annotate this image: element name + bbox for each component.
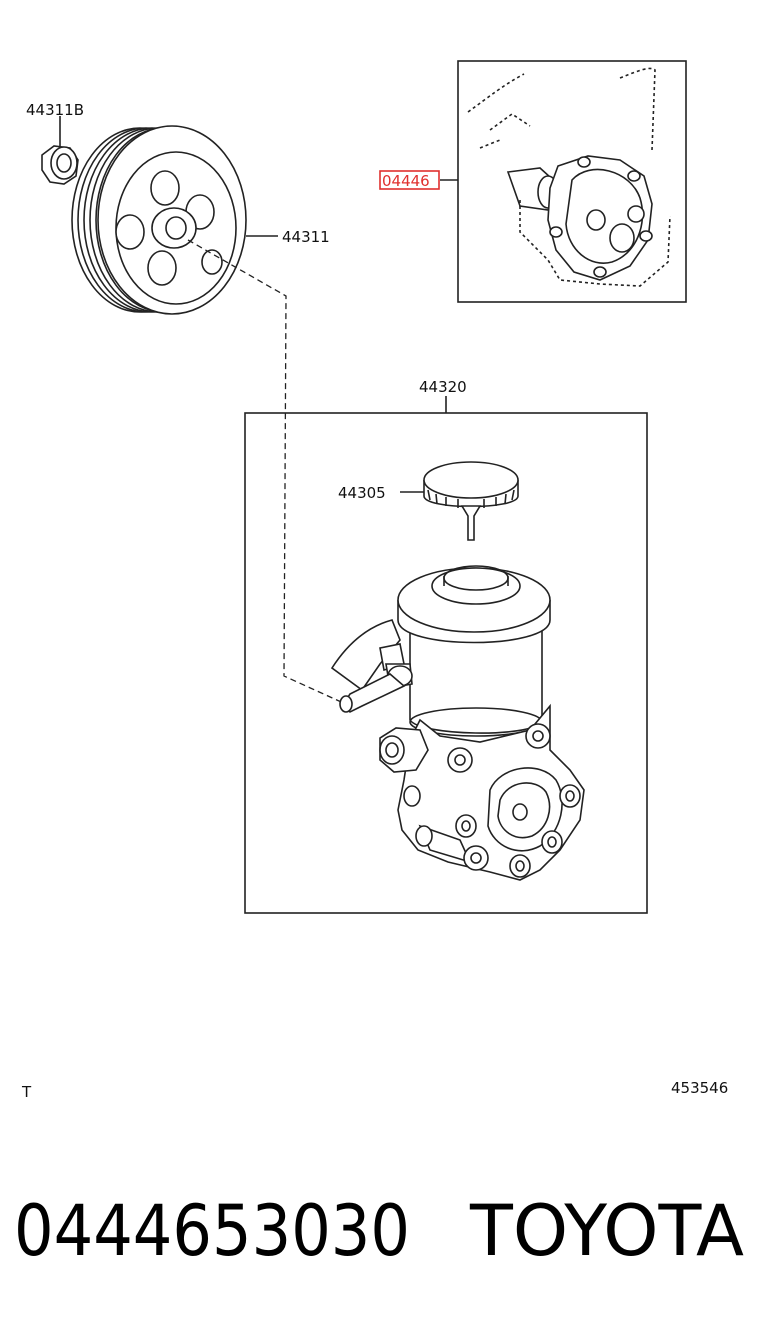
callout-44305[interactable]: 44305 xyxy=(338,484,386,502)
pulley-drawing[interactable] xyxy=(71,125,247,315)
pump-assembly-frame xyxy=(244,412,648,914)
callout-44311B[interactable]: 44311B xyxy=(26,101,84,119)
power-steering-pump-drawing[interactable] xyxy=(330,565,585,881)
alignment-line xyxy=(187,239,351,707)
diagram-id: 453546 xyxy=(671,1079,728,1097)
callout-44311[interactable]: 44311 xyxy=(282,228,330,246)
brand-name: TOYOTA xyxy=(469,1190,744,1272)
pump-rear-view-drawing[interactable] xyxy=(467,67,671,287)
footer-left-code: T xyxy=(21,1083,32,1101)
highlight-box xyxy=(379,170,440,190)
callout-44320[interactable]: 44320 xyxy=(419,378,467,396)
reservoir-cap-drawing[interactable] xyxy=(423,461,519,541)
inset-frame xyxy=(457,60,687,303)
flange-nut-drawing[interactable] xyxy=(41,145,79,185)
part-number: 0444653030 xyxy=(14,1190,410,1272)
callout-04446[interactable]: 04446 xyxy=(382,172,430,190)
